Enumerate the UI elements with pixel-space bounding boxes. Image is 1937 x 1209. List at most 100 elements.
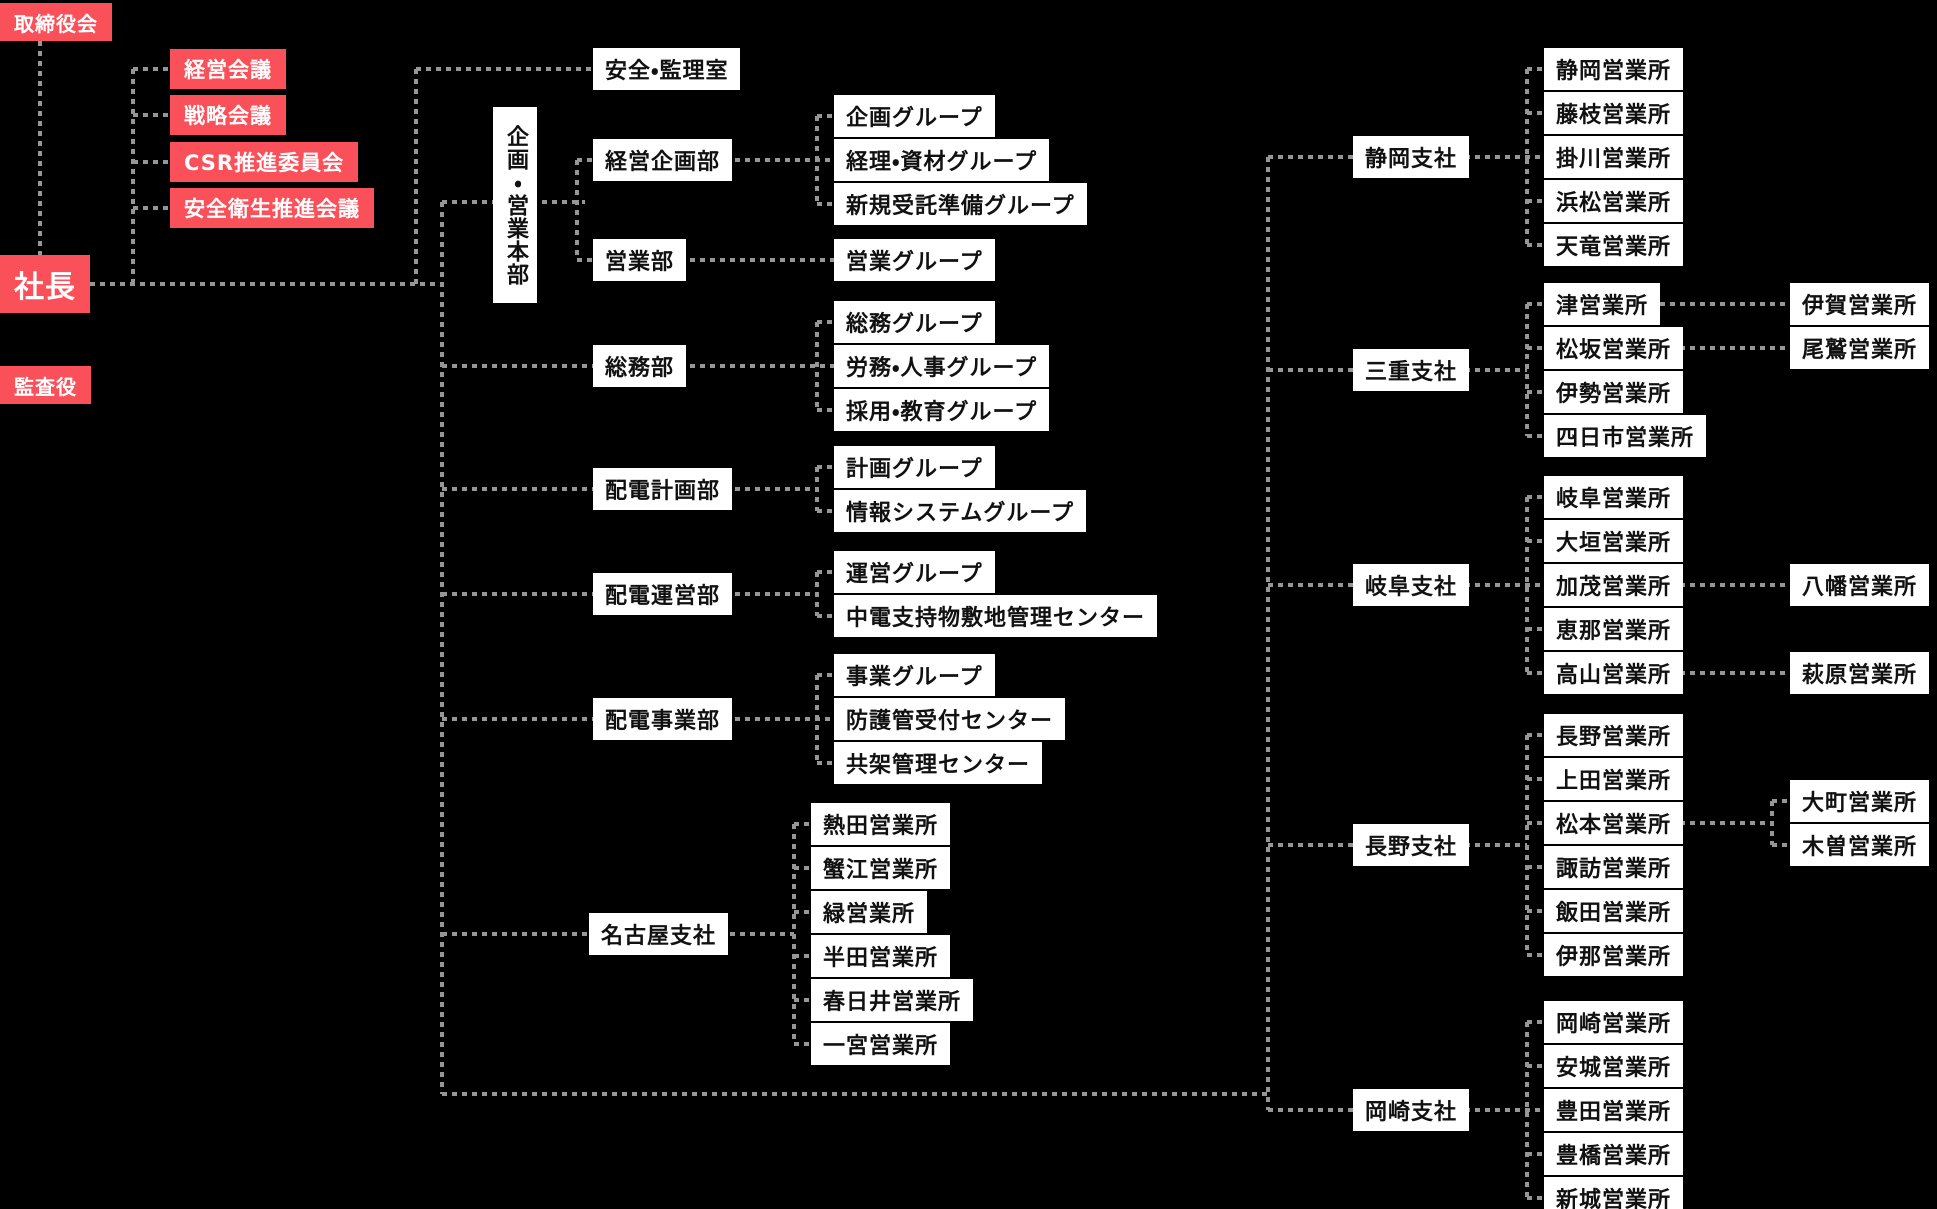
shizuoka-branch-box: 静岡支社	[1353, 136, 1470, 178]
distribution-planning-dept-box: 配電計画部	[593, 468, 733, 510]
connector-line	[1660, 671, 1800, 675]
connector-line	[817, 202, 845, 206]
protection-tube-reception-center-box: 防護管受付センター	[834, 698, 1066, 740]
new-contract-prep-group-box: 新規受託準備グループ	[834, 183, 1087, 225]
connector-line	[1527, 1064, 1552, 1068]
connector-line	[815, 572, 819, 616]
connector-line	[815, 467, 819, 511]
auditor-box: 監査役	[0, 366, 91, 404]
midori-office-box: 緑営業所	[811, 891, 928, 933]
accounting-materials-group-box: 経理・資材グループ	[834, 139, 1050, 181]
president-box: 社長	[0, 255, 90, 313]
connector-line	[38, 41, 42, 255]
connector-line	[817, 408, 845, 412]
connector-line	[1527, 346, 1552, 350]
connector-line	[817, 570, 845, 574]
ichinomiya-office-box: 一宮営業所	[811, 1023, 951, 1065]
hamamatsu-office-box: 浜松営業所	[1544, 180, 1684, 222]
connector-line	[1527, 865, 1552, 869]
connector-line	[715, 158, 845, 162]
connector-line	[577, 258, 600, 262]
connector-line	[133, 67, 175, 71]
kakegawa-office-box: 掛川営業所	[1544, 136, 1684, 178]
kasugai-office-box: 春日井営業所	[811, 979, 974, 1021]
connector-line	[1527, 390, 1552, 394]
connector-line	[794, 910, 820, 914]
connector-line	[1455, 843, 1527, 847]
connector-line	[80, 282, 442, 286]
chuden-support-site-mgmt-center-box: 中電支持物敷地管理センター	[834, 595, 1158, 637]
toyohashi-office-box: 豊橋営業所	[1544, 1133, 1684, 1175]
nagano-office-box: 長野営業所	[1544, 714, 1684, 756]
connector-line	[1772, 799, 1800, 803]
kiso-office-box: 木曽営業所	[1790, 824, 1930, 866]
connector-line	[1266, 157, 1270, 1110]
okazaki-office-box: 岡崎営業所	[1544, 1001, 1684, 1043]
owase-office-box: 尾鷲営業所	[1790, 327, 1930, 369]
connector-line	[1660, 583, 1800, 587]
matsusaka-office-box: 松坂営業所	[1544, 327, 1684, 369]
connector-line	[1770, 801, 1774, 845]
sales-group-box: 営業グループ	[834, 239, 995, 281]
connector-line	[1455, 1108, 1560, 1112]
yokkaichi-office-box: 四日市営業所	[1544, 415, 1707, 457]
connector-line	[1455, 155, 1560, 159]
handa-office-box: 半田営業所	[811, 935, 951, 977]
connector-line	[1772, 843, 1800, 847]
suwa-office-box: 諏訪営業所	[1544, 846, 1684, 888]
connector-line	[1527, 243, 1552, 247]
connector-line	[442, 592, 600, 596]
omachi-office-box: 大町営業所	[1790, 780, 1930, 822]
connector-line	[577, 158, 600, 162]
ina-office-box: 伊那営業所	[1544, 934, 1684, 976]
info-system-group-box: 情報システムグループ	[834, 490, 1087, 532]
connector-line	[817, 761, 845, 765]
csr-committee-box: CSR推進委員会	[170, 142, 359, 182]
hachiman-office-box: 八幡営業所	[1790, 564, 1930, 606]
connector-line	[670, 364, 845, 368]
connector-line	[133, 160, 175, 164]
connector-line	[817, 114, 845, 118]
planning-group-box: 企画グループ	[834, 95, 995, 137]
business-group-box: 事業グループ	[834, 654, 995, 696]
management-meeting-box: 経営会議	[170, 49, 286, 89]
corporate-planning-dept-box: 経営企画部	[593, 139, 733, 181]
connector-line	[1455, 583, 1560, 587]
connector-line	[1527, 671, 1552, 675]
sales-dept-box: 営業部	[593, 239, 687, 281]
connector-line	[1268, 368, 1370, 372]
connector-line	[1268, 1108, 1370, 1112]
tsu-office-box: 津営業所	[1544, 283, 1661, 325]
operation-group-box: 運営グループ	[834, 551, 995, 593]
connector-line	[794, 866, 820, 870]
safety-audit-office-box: 安全・監理室	[593, 48, 741, 90]
anjo-office-box: 安城営業所	[1544, 1045, 1684, 1087]
strategy-meeting-box: 戦略会議	[170, 95, 286, 135]
recruit-education-group-box: 採用・教育グループ	[834, 389, 1050, 431]
connector-line	[442, 717, 600, 721]
connector-line	[414, 69, 418, 284]
ise-office-box: 伊勢営業所	[1544, 371, 1684, 413]
kamo-office-box: 加茂営業所	[1544, 564, 1684, 606]
distribution-operation-dept-box: 配電運営部	[593, 573, 733, 615]
connector-line	[715, 592, 817, 596]
connector-line	[817, 673, 845, 677]
toyota-office-box: 豊田営業所	[1544, 1089, 1684, 1131]
connector-line	[1527, 199, 1552, 203]
connector-line	[1268, 583, 1370, 587]
connector-line	[715, 487, 817, 491]
connector-line	[1527, 495, 1552, 499]
connector-line	[1527, 733, 1552, 737]
connector-line	[1527, 539, 1552, 543]
connector-line	[442, 1092, 1268, 1096]
connector-line	[794, 1042, 820, 1046]
connector-line	[131, 69, 135, 284]
planning-sales-hq-box: 企画・営業本部	[493, 107, 537, 303]
connector-line	[1268, 843, 1370, 847]
hagiwara-office-box: 萩原営業所	[1790, 652, 1930, 694]
okazaki-branch-box: 岡崎支社	[1353, 1089, 1470, 1131]
connector-line	[1455, 368, 1527, 372]
connector-line	[817, 509, 845, 513]
tenryu-office-box: 天竜営業所	[1544, 224, 1684, 266]
